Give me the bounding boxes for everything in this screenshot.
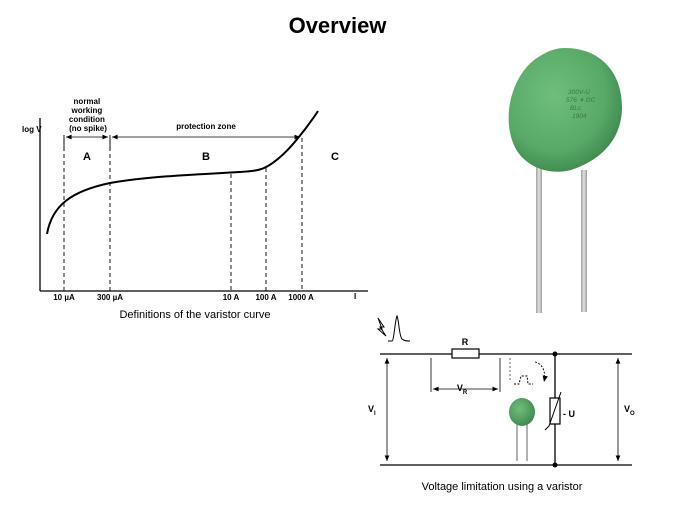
varistor-curve-diagram: log V I normal working condition (no spi… (22, 97, 368, 321)
tick-label-100A: 100 A (255, 293, 276, 302)
zone-normal-label: normal working condition (no spike) (69, 97, 107, 133)
resistor-label: R (462, 337, 469, 347)
lead-right (581, 170, 587, 312)
tick-label-10uA: 10 µA (53, 293, 75, 302)
varistor-symbol (549, 397, 561, 425)
zone-protection-label: protection zone (176, 122, 236, 131)
tick-label-1000A: 1000 A (288, 293, 314, 302)
node-bottom (552, 462, 558, 468)
vo-label: VO (624, 404, 635, 417)
current-arrow (534, 361, 548, 383)
resistor-symbol (451, 348, 480, 359)
clamp-pulse-icon (514, 375, 533, 385)
varistor-disc (508, 48, 622, 172)
curve-caption: Definitions of the varistor curve (119, 309, 270, 321)
region-label-c: C (331, 151, 339, 163)
varistor-curve (46, 110, 319, 235)
tick-label-300uA: 300 µA (97, 293, 123, 302)
region-label-b: B (202, 151, 210, 163)
tick-label-10A: 10 A (223, 293, 240, 302)
spike-pulse-icon (388, 314, 411, 342)
region-label-a: A (83, 151, 91, 163)
circuit-caption: Voltage limitation using a varistor (422, 481, 583, 493)
vr-label: VR (457, 383, 468, 396)
x-axis-label: I (354, 292, 356, 301)
varistor-label: - U (563, 409, 575, 419)
lead-left (536, 165, 542, 313)
vi-label: VI (368, 404, 376, 417)
page-title: Overview (288, 13, 387, 38)
small-varistor-image (509, 398, 535, 461)
y-axis-label: log V (22, 125, 42, 134)
varistor-marking: 300V-U 576 ✶ DC BLc 1904 (566, 89, 597, 120)
node-top (552, 351, 558, 357)
lightning-icon (376, 317, 387, 337)
circuit-diagram: R VR VI VO - U (368, 314, 635, 493)
varistor-photo: 300V-U 576 ✶ DC BLc 1904 (508, 48, 622, 313)
varistor-slash (544, 391, 562, 431)
